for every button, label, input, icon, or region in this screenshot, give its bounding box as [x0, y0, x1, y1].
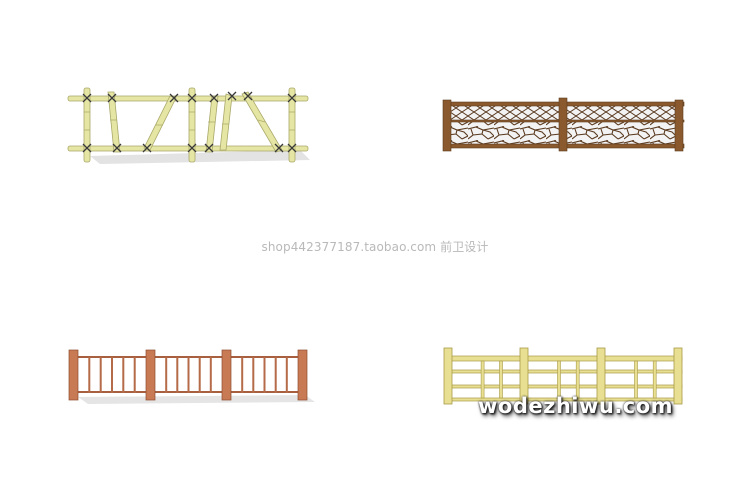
bamboo-rope-ties [82, 91, 297, 153]
metal-bar [252, 357, 255, 393]
metal-bar [133, 357, 136, 393]
yellow-picket [480, 360, 485, 399]
metal-rails [76, 356, 304, 393]
metal-bar [209, 357, 212, 393]
metal-bar [122, 357, 125, 393]
yellow-fence-pickets [480, 360, 657, 399]
bamboo-diagonals [107, 91, 283, 153]
metal-fence-shadow [78, 395, 315, 404]
metal-bar [187, 357, 190, 393]
bamboo-posts [83, 87, 296, 163]
metal-bar [263, 357, 266, 393]
bamboo-nodes [84, 111, 295, 131]
metal-bar [274, 357, 277, 393]
lattice-panels [451, 106, 675, 146]
yellow-picket [557, 360, 561, 399]
yellow-fence-posts [443, 347, 683, 405]
yellow-picket [634, 360, 638, 399]
metal-posts [68, 349, 308, 401]
metal-bar [88, 357, 91, 393]
bamboo-fence-shadow [90, 150, 310, 164]
metal-bar [99, 357, 102, 393]
yellow-picket [575, 360, 580, 399]
yellow-picket [499, 360, 503, 399]
metal-bar [241, 357, 244, 393]
metal-bar [111, 357, 113, 393]
metal-bar [176, 357, 179, 393]
corner-watermark: wodezhiwu.com [478, 394, 674, 418]
center-watermark: shop442377187.taobao.com 前卫设计 [261, 240, 489, 254]
yellow-picket [652, 360, 657, 399]
lattice-frame [442, 97, 685, 152]
metal-bars [88, 357, 288, 393]
metal-bar [198, 357, 201, 393]
metal-bar [165, 357, 168, 393]
metal-bar [285, 357, 288, 393]
